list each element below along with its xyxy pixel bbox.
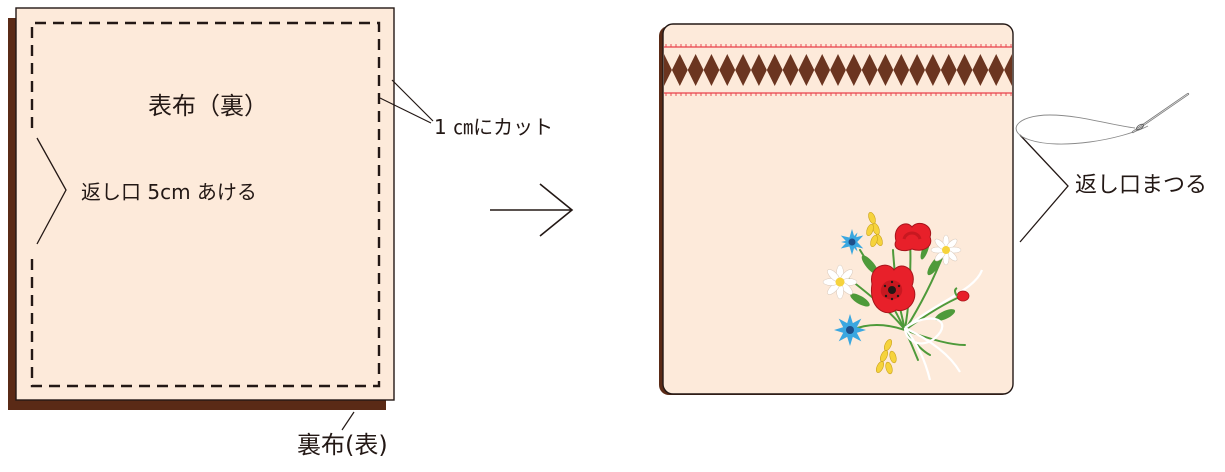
cornflower [834,314,866,346]
outer-fabric [15,7,395,401]
daisy-flower [822,264,858,300]
backing-pointer [341,411,355,431]
slipstitch-bracket [1019,134,1069,243]
cut-label: 1 ㎝にカット [434,115,554,139]
cut-pointer [379,79,434,124]
opening-label: 返し口 5cm あける [81,180,257,204]
poppy-bud [954,287,970,302]
finished-pillow [662,23,1014,395]
flower-bouquet-icon [822,211,984,381]
seam-line [30,21,381,388]
slipstitch-label: 返し口まつる [1075,173,1208,198]
decorative-trim [664,44,1012,96]
left-panel [8,7,434,431]
backing-fabric-label: 裏布(表) [297,431,388,459]
poppy-flower [870,264,916,314]
opening-bracket [36,137,67,245]
arrow-right-icon [490,183,574,237]
outer-fabric-label: 表布（裏） [148,92,268,120]
poppy-flower [894,222,932,252]
right-panel [659,23,1190,395]
cornflower [840,229,864,255]
daisy-flower [930,234,962,266]
needle-thread-icon [1015,92,1190,145]
